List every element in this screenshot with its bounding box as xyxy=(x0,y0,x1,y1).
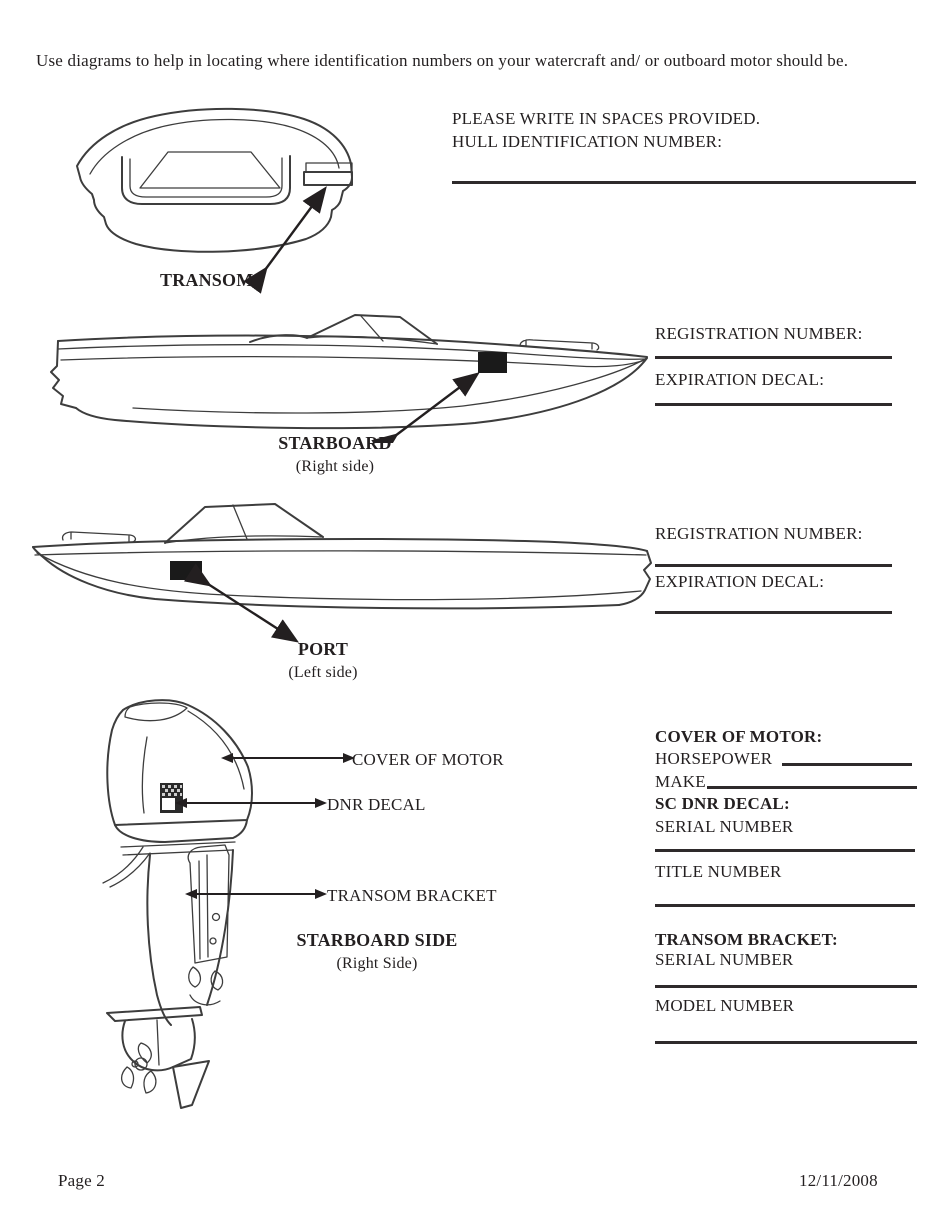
port-label: PORT xyxy=(297,639,349,659)
arrow-left-icon xyxy=(185,888,197,899)
port-callout-arrow xyxy=(183,563,300,643)
cover-of-motor-heading: COVER OF MOTOR: xyxy=(655,727,823,746)
port-registration-decal xyxy=(170,561,202,580)
serial-number-label: SERIAL NUMBER xyxy=(655,817,794,836)
starboard-registration-blank-line xyxy=(655,356,892,359)
motor-side-label: STARBOARD SIDE xyxy=(296,930,458,950)
horsepower-blank-line xyxy=(782,763,912,766)
motor-side-label-group: STARBOARD SIDE (Right Side) xyxy=(293,929,461,974)
starboard-registration-label: REGISTRATION NUMBER: xyxy=(655,324,863,343)
starboard-label-group: STARBOARD (Right side) xyxy=(250,432,420,477)
model-number-label: MODEL NUMBER xyxy=(655,996,795,1015)
transom-callout-arrow xyxy=(243,186,327,294)
starboard-label: STARBOARD xyxy=(278,433,392,453)
port-sublabel: (Left side) xyxy=(288,663,358,681)
starboard-expiration-blank-line xyxy=(655,403,892,406)
decal-callout-label: DNR DECAL xyxy=(327,795,426,814)
port-registration-label: REGISTRATION NUMBER: xyxy=(655,524,863,543)
outboard-motor-diagram xyxy=(102,699,253,1109)
port-boat-diagram xyxy=(32,503,652,643)
motor-side-sublabel: (Right Side) xyxy=(336,954,418,972)
starboard-callout-arrow xyxy=(371,372,480,443)
bracket-callout-arrow xyxy=(185,888,327,899)
title-number-label: TITLE NUMBER xyxy=(655,862,782,881)
port-expiration-label: EXPIRATION DECAL: xyxy=(655,572,825,591)
date-stamp: 12/11/2008 xyxy=(799,1171,878,1190)
sc-dnr-decal-heading: SC DNR DECAL: xyxy=(655,794,790,813)
transom-bracket-heading: TRANSOM BRACKET: xyxy=(655,930,838,949)
make-blank-line xyxy=(707,786,917,789)
cover-callout-arrow xyxy=(221,752,355,763)
transom-diagram xyxy=(76,107,353,294)
cover-callout-label: COVER OF MOTOR xyxy=(352,750,504,769)
transom-label: TRANSOM xyxy=(160,270,254,290)
hull-id-label: HULL IDENTIFICATION NUMBER: xyxy=(452,132,723,151)
title-number-blank-line xyxy=(655,904,915,907)
serial-number-blank-line xyxy=(655,849,915,852)
bracket-serial-blank-line xyxy=(655,985,917,988)
arrow-left-icon xyxy=(221,752,233,763)
write-in-instruction: PLEASE WRITE IN SPACES PROVIDED. xyxy=(452,109,761,128)
decal-callout-arrow xyxy=(175,797,327,808)
hull-id-blank-line xyxy=(452,181,916,184)
arrow-right-icon xyxy=(315,797,327,808)
intro-text: Use diagrams to help in locating where i… xyxy=(36,51,849,70)
starboard-registration-decal xyxy=(478,352,507,373)
bracket-serial-label: SERIAL NUMBER xyxy=(655,950,794,969)
starboard-expiration-label: EXPIRATION DECAL: xyxy=(655,370,825,389)
arrow-left-icon xyxy=(175,797,187,808)
arrow-right-icon xyxy=(343,752,355,763)
port-expiration-blank-line xyxy=(655,611,892,614)
arrow-right-icon xyxy=(315,888,327,899)
port-registration-blank-line xyxy=(655,564,892,567)
horsepower-label: HORSEPOWER xyxy=(655,749,773,768)
bracket-callout-label: TRANSOM BRACKET xyxy=(327,886,497,905)
model-number-blank-line xyxy=(655,1041,917,1044)
make-label: MAKE xyxy=(655,772,706,791)
starboard-sublabel: (Right side) xyxy=(295,457,375,475)
starboard-boat-diagram xyxy=(50,314,648,443)
page-number: Page 2 xyxy=(58,1171,105,1190)
port-label-group: PORT (Left side) xyxy=(268,638,378,683)
